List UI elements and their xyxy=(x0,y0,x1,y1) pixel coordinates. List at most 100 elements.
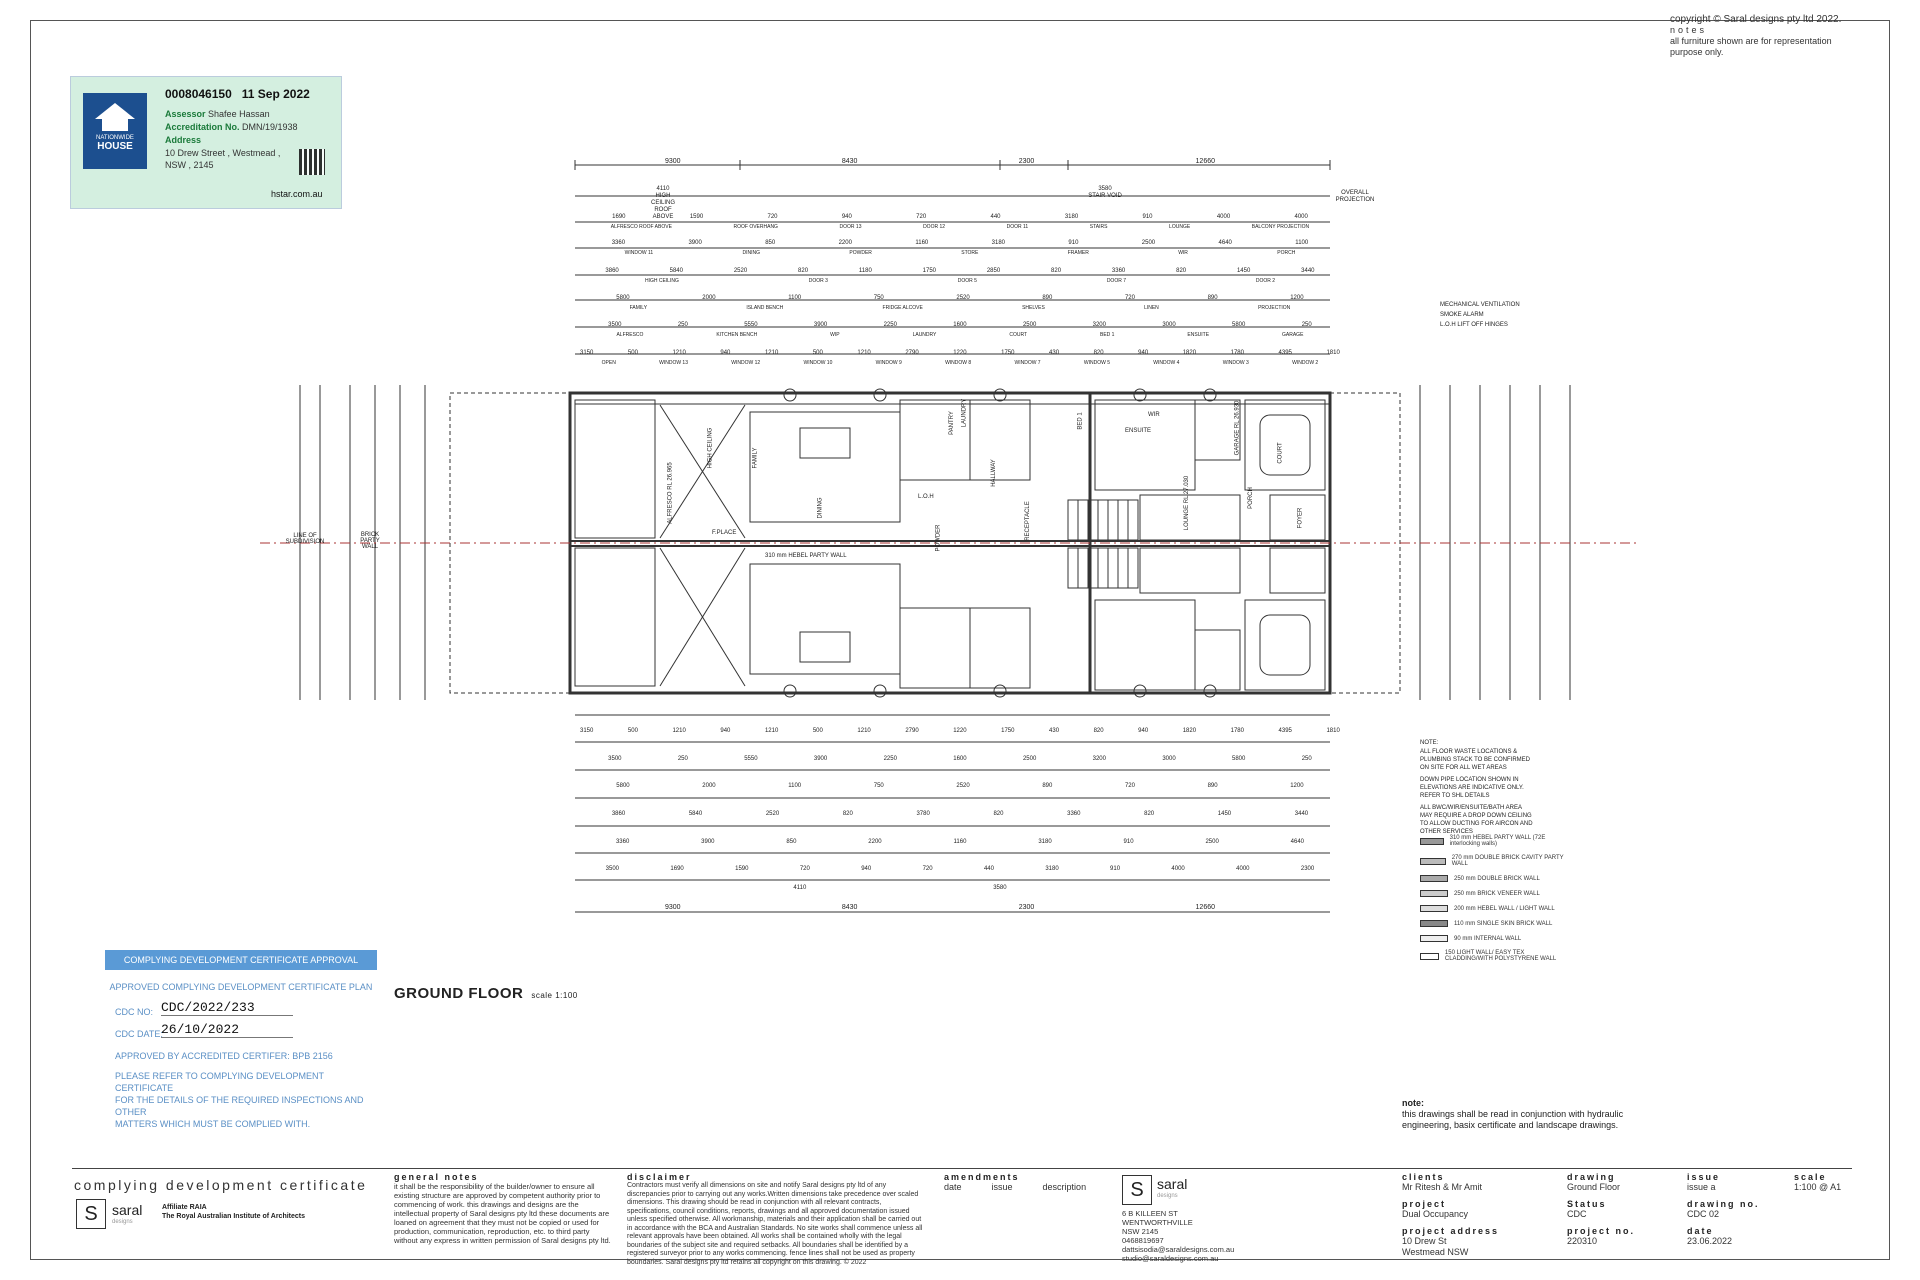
dim-label-text: WINDOW 13 xyxy=(659,360,688,366)
issue-value: issue a xyxy=(1687,1182,1716,1192)
dim: 5800 xyxy=(616,295,630,301)
dim-label-text: DOOR 11 xyxy=(1006,224,1029,230)
dim: 430 xyxy=(1049,350,1060,356)
dim-label-text: BED 1 xyxy=(1099,332,1115,338)
dim: 820 xyxy=(798,268,809,274)
dim: 1820 xyxy=(1182,728,1197,734)
accreditation-row: Accreditation No. DMN/19/1938 xyxy=(165,122,298,132)
dim-label-text: WINDOW 10 xyxy=(803,360,833,366)
cdc-certifier: APPROVED BY ACCREDITED CERTIFER: BPB 215… xyxy=(115,1051,333,1061)
dim: 500 xyxy=(812,728,823,734)
dim: 1180 xyxy=(858,268,872,274)
legend-item: 270 mm DOUBLE BRICK CAVITY PARTY WALL xyxy=(1420,855,1570,867)
hydraulic-note: note: this drawings shall be read in con… xyxy=(1402,1098,1662,1131)
status-value: CDC xyxy=(1567,1209,1587,1219)
clients-title: clients xyxy=(1402,1172,1445,1182)
dim: 1450 xyxy=(1236,268,1251,274)
assessor-name: Shafee Hassan xyxy=(208,109,270,119)
dim-label-text: WIR xyxy=(1178,250,1188,256)
dim: 3000 xyxy=(1162,322,1176,328)
dim: 2300 xyxy=(1018,904,1035,911)
drawing-no-label: drawing no. xyxy=(1687,1199,1760,1209)
dim-label-text: FRAMER xyxy=(1067,250,1089,256)
dim-label-text: ALFRESCO ROOF ABOVE xyxy=(610,224,672,230)
dim: 3500 xyxy=(608,756,622,762)
cdc-date-value: 26/10/2022 xyxy=(161,1022,293,1038)
dim: 1600 xyxy=(953,322,967,328)
legend-label: 90 mm INTERNAL WALL xyxy=(1454,935,1522,942)
dim: 3150 xyxy=(580,350,594,356)
dim: 440 xyxy=(990,214,1001,220)
address-label: Address xyxy=(165,135,202,145)
dim: 1220 xyxy=(953,728,967,734)
dim-label-text: LINEN xyxy=(1144,305,1159,311)
dim: 4395 xyxy=(1278,350,1292,356)
dim: 720 xyxy=(799,866,810,872)
dim-label-text: WINDOW 7 xyxy=(1014,360,1041,366)
dim-label-text: WINDOW 12 xyxy=(731,360,761,366)
dim-label-text: DINING xyxy=(742,250,761,256)
dim: 3180 xyxy=(1064,214,1079,220)
dim: 1220 xyxy=(953,350,967,356)
room-label-garage: GARAGE RL 26.930 xyxy=(1234,400,1241,456)
room-label-alfresco: ALFRESCO RL 26.965 xyxy=(667,462,674,524)
cdc-approval-stamp: COMPLYING DEVELOPMENT CERTIFICATE APPROV… xyxy=(105,950,377,1129)
dim: 3200 xyxy=(1092,322,1106,328)
dim: 2500 xyxy=(1022,756,1037,762)
dim: 850 xyxy=(786,839,797,845)
dim: 1100 xyxy=(1295,240,1309,246)
disclaimer-text: Contractors must verify all dimensions o… xyxy=(627,1182,923,1266)
dim: 2520 xyxy=(956,295,970,301)
office-logo-icon: S xyxy=(1122,1175,1152,1205)
dim: 940 xyxy=(841,214,852,220)
dim-label-text: FAMILY xyxy=(629,305,648,311)
office-email-2: studio@saraldesigns.com.au xyxy=(1122,1254,1219,1263)
general-notes-text: it shall be the responsibility of the bu… xyxy=(394,1182,611,1245)
room-label-laundry: LAUNDRY xyxy=(961,398,968,428)
dim: 940 xyxy=(1138,350,1149,356)
dim: 940 xyxy=(720,350,731,356)
dim: 12660 xyxy=(1195,158,1215,165)
dim-label: OVERALL PROJECTION xyxy=(1335,190,1375,203)
dim: 720 xyxy=(916,214,927,220)
dim: 2500 xyxy=(1205,839,1219,845)
dim-label-text: ROOF OVERHANG xyxy=(733,224,778,230)
loh-note: L.O.H LIFT OFF HINGES xyxy=(1440,322,1508,328)
dim: 4000 xyxy=(1171,866,1185,872)
party-wall-label: 310 mm HEBEL PARTY WALL xyxy=(765,553,847,559)
ceiling-note: ALL BWC/WIR/ENSUITE/BATH AREA MAY REQUIR… xyxy=(1420,805,1533,835)
brand-sub: designs xyxy=(112,1219,133,1225)
dim-label-text: DOOR 13 xyxy=(839,224,862,230)
office-addr-2: WENTWORTHVILLE xyxy=(1122,1218,1193,1227)
dim: 5800 xyxy=(1232,322,1246,328)
dim-label-text: STORE xyxy=(961,250,979,256)
office-address: 6 B KILLEEN ST WENTWORTHVILLE NSW 2145 0… xyxy=(1122,1209,1234,1263)
room-label-fplace: F.PLACE xyxy=(712,530,737,536)
dim: 9300 xyxy=(665,158,681,165)
dim: 5840 xyxy=(688,811,703,817)
dim-label-text: GARAGE xyxy=(1282,332,1304,338)
dim: 1210 xyxy=(764,728,779,734)
room-label-pantry: PANTRY xyxy=(948,411,955,435)
dim: 820 xyxy=(1093,728,1104,734)
dim: 1210 xyxy=(857,350,871,356)
amend-col-date: date xyxy=(944,1182,962,1192)
dim: 2520 xyxy=(765,811,780,817)
dim: 1100 xyxy=(788,295,802,301)
dim: 3900 xyxy=(688,240,702,246)
dim-label-text: DOOR 7 xyxy=(1106,278,1126,284)
dim: 1810 xyxy=(1326,350,1340,356)
dim: 1160 xyxy=(915,240,929,246)
dim: 5550 xyxy=(744,756,758,762)
subdivision-label: LINE OF SUBDIVISION xyxy=(285,533,325,545)
dim: 3180 xyxy=(991,240,1005,246)
dim: 5550 xyxy=(744,322,758,328)
